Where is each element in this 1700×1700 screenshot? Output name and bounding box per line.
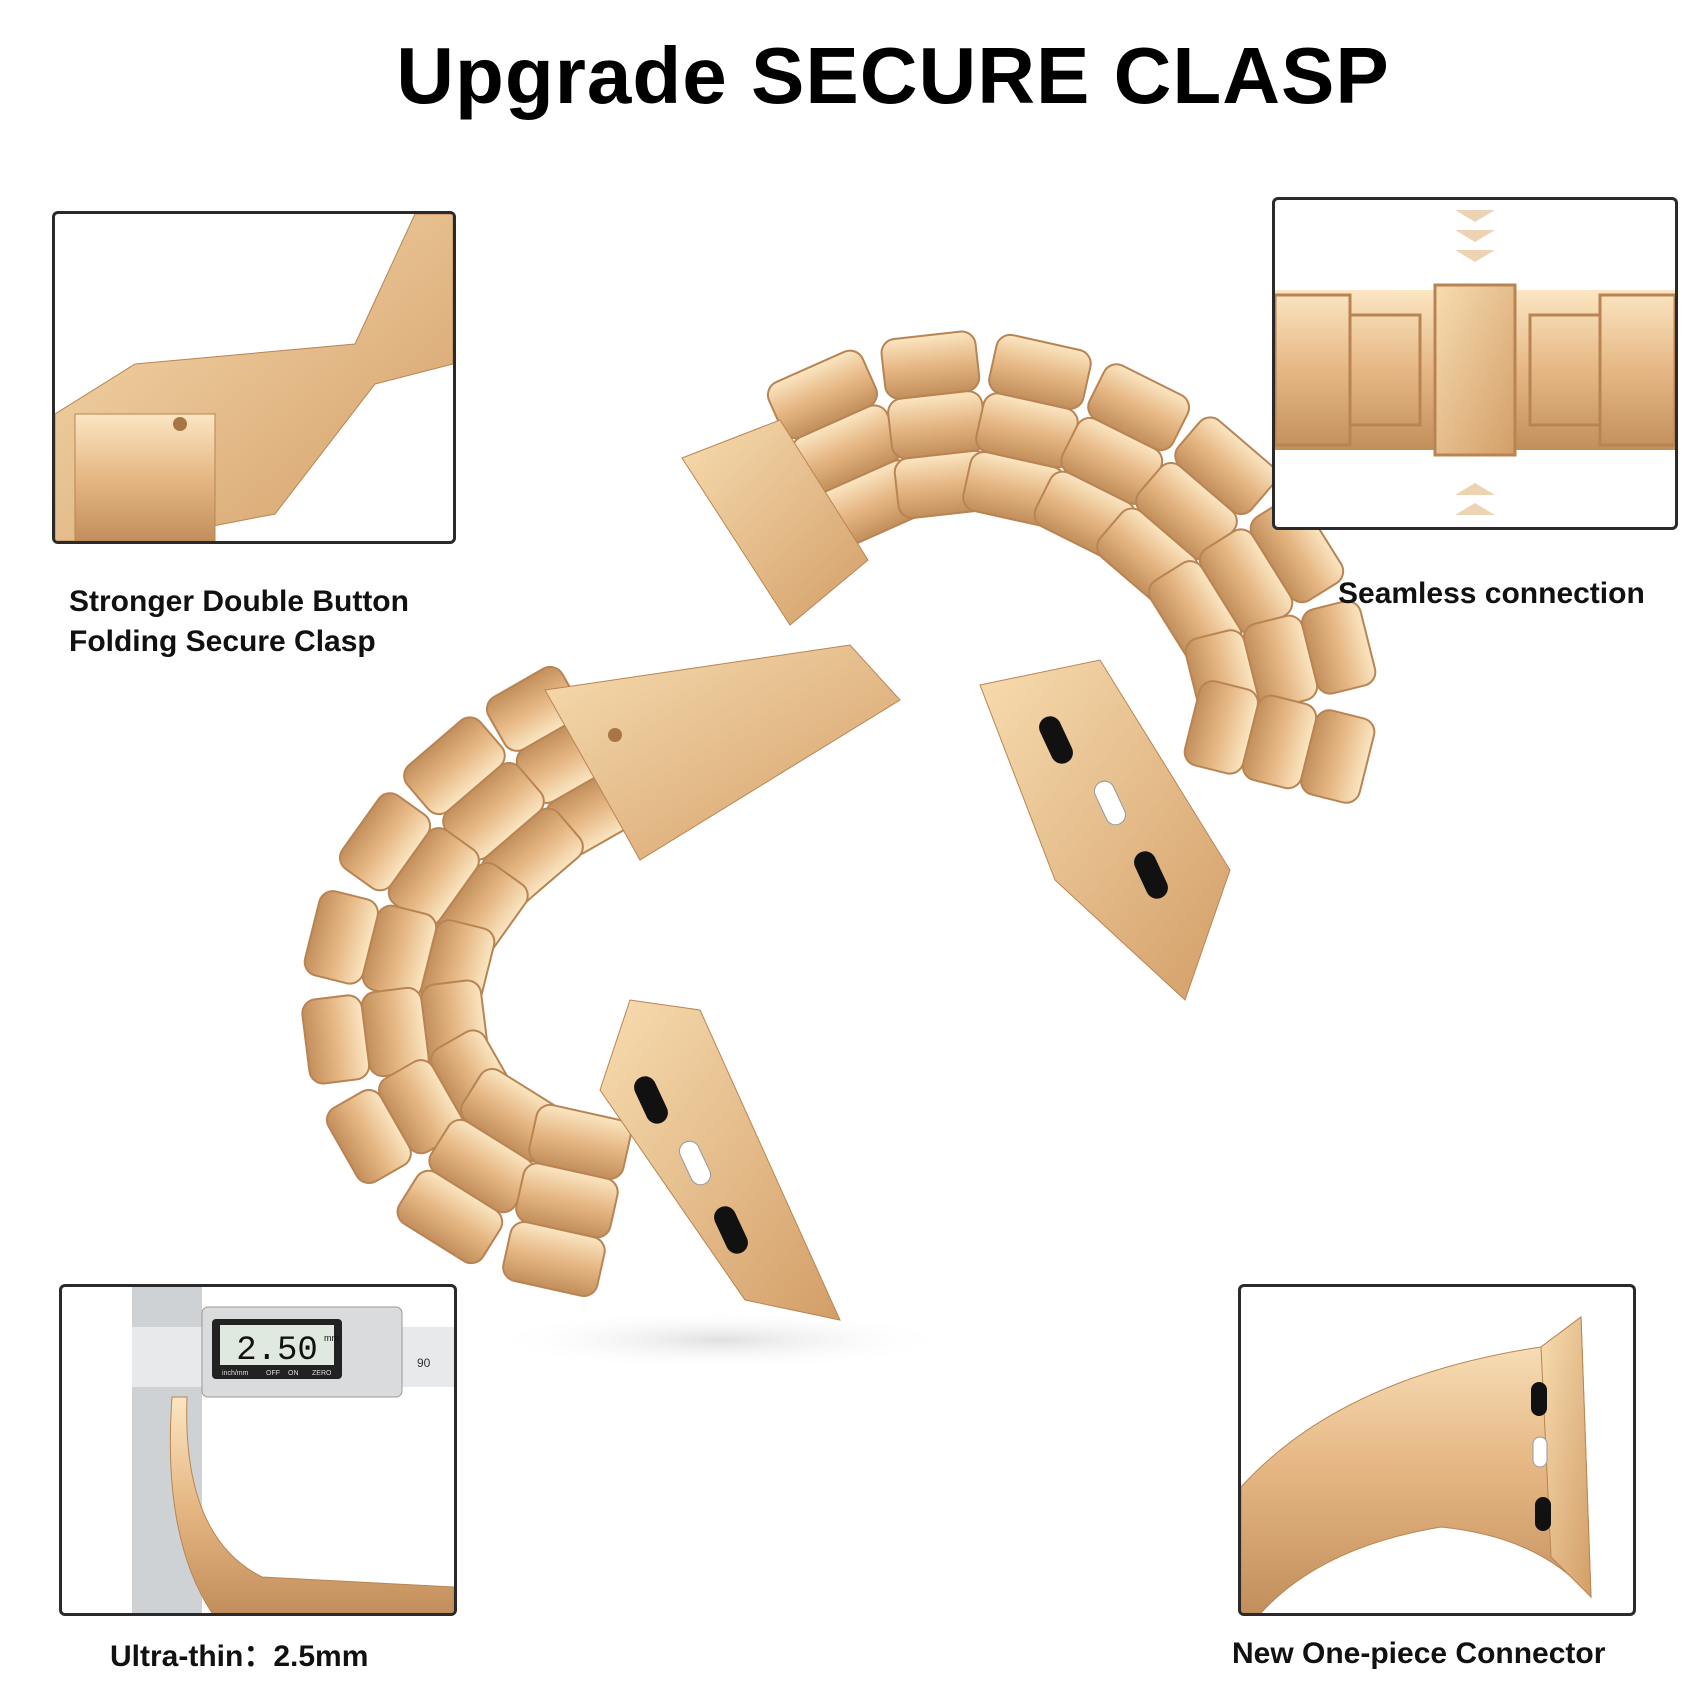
connector-slot <box>1134 851 1168 899</box>
bracelet-link <box>303 890 379 985</box>
feature-image-clasp <box>52 211 456 544</box>
feature-image-connector <box>1238 1284 1636 1616</box>
bracelet-link <box>502 1220 606 1298</box>
bracelet-link <box>325 1088 412 1185</box>
caliper-label: ON <box>288 1370 299 1377</box>
connector-slot <box>714 1206 748 1254</box>
caliper-label: inch/mm <box>222 1370 249 1377</box>
caption-line: Folding Secure Clasp <box>69 625 376 658</box>
bracelet-link <box>880 330 981 400</box>
connector-slot <box>1094 780 1126 826</box>
page-title: Upgrade SECURE CLASP <box>396 31 1390 120</box>
clasp-button <box>608 728 622 742</box>
feature-caption-clasp: Stronger Double Button Folding Secure Cl… <box>69 582 409 662</box>
caliper-unit: mm <box>324 1333 339 1343</box>
compress-arrows-icon <box>1455 210 1495 515</box>
connector-slot <box>1039 716 1073 764</box>
caption-line: Stronger Double Button <box>69 585 409 618</box>
caliper-reading: 2.50 <box>236 1332 318 1370</box>
bracelet-link <box>338 792 432 892</box>
bracelet-link <box>403 716 506 816</box>
caliper-scale: 90 <box>417 1356 431 1370</box>
feature-caption-connector: New One-piece Connector <box>1232 1637 1606 1670</box>
clasp-top-plate <box>681 419 869 626</box>
bracelet-link <box>301 994 371 1085</box>
connector-slot <box>679 1140 711 1186</box>
caliper-label: ZERO <box>312 1370 332 1377</box>
bracelet-link <box>1183 680 1259 775</box>
feature-caption-thickness: Ultra-thin：2.5mm <box>110 1640 369 1673</box>
bracelet-link <box>887 390 987 460</box>
feature-image-seamless <box>1272 197 1678 530</box>
clasp-bottom-plate <box>544 644 901 861</box>
connector-right <box>979 659 1231 1001</box>
feature-image-thickness: 2.50 mm inch/mm OFF ON ZERO 90 <box>59 1284 457 1616</box>
bracelet-link <box>396 1169 504 1265</box>
connector-left <box>599 999 841 1321</box>
caliper-label: OFF <box>266 1370 280 1377</box>
feature-caption-seamless: Seamless connection <box>1338 577 1645 610</box>
connector-slot <box>634 1076 668 1124</box>
